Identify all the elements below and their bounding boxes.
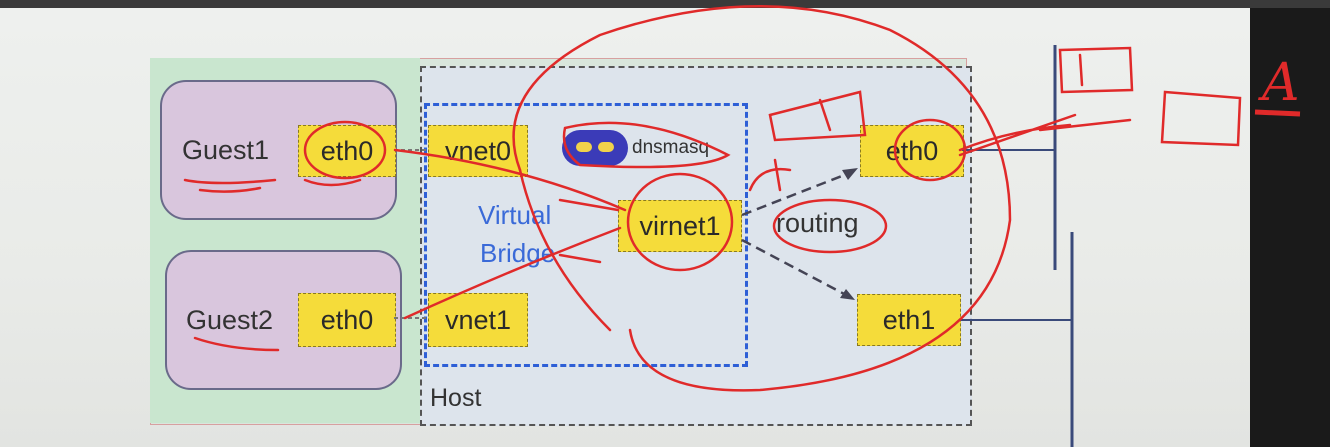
annotation-letter: A <box>1258 53 1300 113</box>
guest1-label: Guest1 <box>182 135 270 165</box>
dnsmasq-service: dnsmasq <box>562 124 727 171</box>
host-eth1: eth1 <box>857 294 961 346</box>
guest2-label: Guest2 <box>186 305 274 335</box>
route-arrow-eth1 <box>741 238 849 298</box>
vnet0-iface: vnet0 <box>428 125 528 177</box>
red-pen-annotations <box>183 5 1242 392</box>
route-arrowhead-eth0 <box>842 168 858 180</box>
annotation-underline <box>1254 109 1301 117</box>
host-label: Host <box>430 384 482 412</box>
route-arrow-eth0 <box>741 170 853 217</box>
routing-label: routing <box>776 208 859 238</box>
guest2-eth0: eth0 <box>298 293 396 347</box>
virnet1-bridge-iface: virnet1 <box>618 200 742 252</box>
virtual-bridge-region <box>424 103 748 367</box>
host-eth0: eth0 <box>860 125 964 177</box>
bridge-label-line2: Bridge <box>480 238 556 268</box>
vnet1-iface: vnet1 <box>428 293 528 347</box>
route-arrowhead-eth1 <box>840 289 855 300</box>
monitor-top-bezel <box>0 0 1330 8</box>
dnsmasq-label: dnsmasq <box>632 136 710 158</box>
